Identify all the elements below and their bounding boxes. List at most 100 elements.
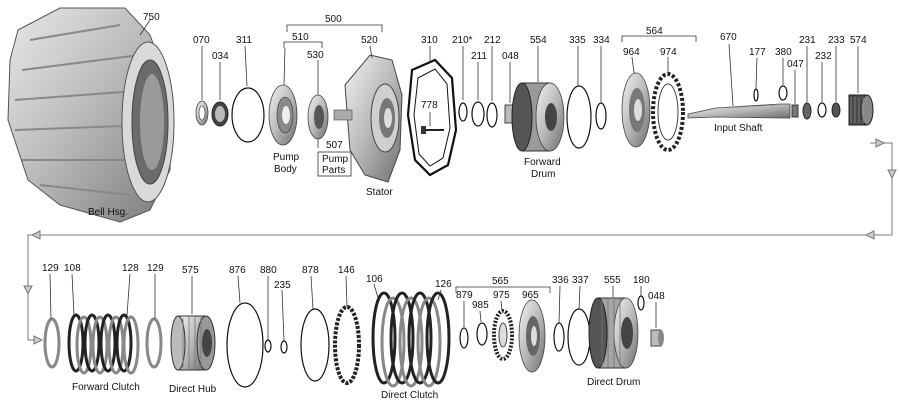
label-965: 965 — [522, 290, 539, 301]
label-235: 235 — [274, 280, 291, 291]
part-235-ring — [280, 340, 288, 354]
label-034: 034 — [212, 51, 229, 62]
label-500: 500 — [325, 14, 342, 25]
flow-connector — [27, 142, 893, 341]
part-380-ring — [778, 85, 788, 101]
part-047-bushing — [791, 104, 799, 118]
pump-parts-box — [317, 151, 352, 177]
stator-assembly — [333, 54, 403, 183]
label-048: 048 — [502, 51, 519, 62]
caption-pump-parts-line1: Pump — [322, 154, 349, 165]
label-146: 146 — [338, 265, 355, 276]
label-974: 974 — [660, 47, 677, 58]
label-047: 047 — [787, 59, 804, 70]
flow-arrow-right — [875, 138, 886, 148]
label-129-left: 129 — [42, 263, 59, 274]
forward-clutch-pack — [67, 313, 140, 375]
label-554: 554 — [530, 35, 547, 46]
label-510: 510 — [292, 32, 309, 43]
label-530: 530 — [307, 50, 324, 61]
label-564: 564 — [646, 26, 663, 37]
label-211: 211 — [471, 51, 487, 62]
label-106: 106 — [366, 274, 383, 285]
label-129-right: 129 — [147, 263, 164, 274]
caption-input-shaft: Input Shaft — [714, 123, 763, 134]
label-311: 311 — [236, 35, 252, 46]
label-380: 380 — [775, 47, 792, 58]
direct-clutch-pack — [371, 291, 451, 388]
part-211-bearing — [471, 101, 485, 127]
part-048-bushing-lower — [650, 329, 664, 347]
caption-forward-drum-line1: Forward — [524, 157, 561, 168]
label-233: 233 — [828, 35, 845, 46]
label-520: 520 — [361, 35, 378, 46]
flow-arrow-down-right — [887, 169, 897, 180]
part-880-ring — [264, 339, 272, 353]
label-336: 336 — [552, 275, 569, 286]
part-034-bushing — [211, 101, 229, 127]
caption-pump-parts-line2: Parts — [322, 165, 345, 176]
caption-direct-hub: Direct Hub — [169, 384, 217, 395]
label-565: 565 — [492, 276, 509, 287]
caption-pump-body-line1: Pump — [273, 152, 300, 163]
flow-arrow-left-2 — [30, 230, 41, 240]
part-212-washer — [486, 102, 498, 128]
label-232: 232 — [815, 51, 832, 62]
label-108: 108 — [64, 263, 81, 274]
label-507: 507 — [326, 140, 343, 151]
label-878: 878 — [302, 265, 319, 276]
label-128: 128 — [122, 263, 139, 274]
part-985-seal — [476, 322, 488, 346]
label-574: 574 — [850, 35, 867, 46]
direct-hub — [170, 315, 216, 371]
part-337-seal — [567, 308, 591, 366]
bell-housing — [7, 7, 175, 223]
label-210: 210* — [452, 35, 473, 46]
caption-direct-clutch: Direct Clutch — [381, 390, 438, 401]
label-575: 575 — [182, 265, 199, 276]
direct-drum — [588, 297, 639, 369]
part-530-gear — [307, 94, 329, 140]
label-335: 335 — [569, 35, 586, 46]
label-670: 670 — [720, 32, 737, 43]
part-232-bearing — [817, 102, 827, 118]
label-337: 337 — [572, 275, 589, 286]
part-231-washer — [802, 102, 812, 120]
label-212: 212 — [484, 35, 501, 46]
part-210-washer — [458, 102, 468, 122]
caption-forward-drum-line2: Drum — [531, 169, 555, 180]
part-879-seal — [459, 327, 469, 349]
part-311-o-ring — [231, 87, 265, 143]
label-180: 180 — [633, 275, 650, 286]
caption-forward-clutch: Forward Clutch — [72, 382, 140, 393]
label-310: 310 — [421, 35, 438, 46]
label-231: 231 — [799, 35, 816, 46]
part-335-seal — [566, 85, 592, 149]
part-180-ring — [637, 295, 645, 311]
part-778-bolt — [421, 126, 444, 134]
caption-bell-housing: Bell Hsg. — [88, 207, 128, 218]
label-985: 985 — [472, 300, 489, 311]
part-129-plate-left — [43, 317, 61, 369]
pump-body — [268, 84, 298, 146]
part-146-pressure-plate — [333, 305, 361, 385]
label-177: 177 — [749, 47, 766, 58]
caption-pump-body-line2: Body — [274, 164, 297, 175]
part-177-ring — [753, 88, 759, 102]
label-876: 876 — [229, 265, 246, 276]
part-974-return-spring — [651, 72, 685, 152]
part-574-sun-gear — [848, 94, 874, 126]
label-964: 964 — [623, 47, 640, 58]
label-048-lower: 048 — [648, 291, 665, 302]
part-233-washer — [831, 102, 841, 118]
part-334-seal — [595, 102, 607, 130]
label-879: 879 — [456, 290, 473, 301]
part-965-piston — [518, 299, 546, 373]
label-070: 070 — [193, 35, 210, 46]
flow-arrow-down-left — [23, 285, 33, 296]
label-975: 975 — [493, 290, 510, 301]
part-975-return-spring — [492, 309, 514, 361]
label-126: 126 — [435, 279, 452, 290]
